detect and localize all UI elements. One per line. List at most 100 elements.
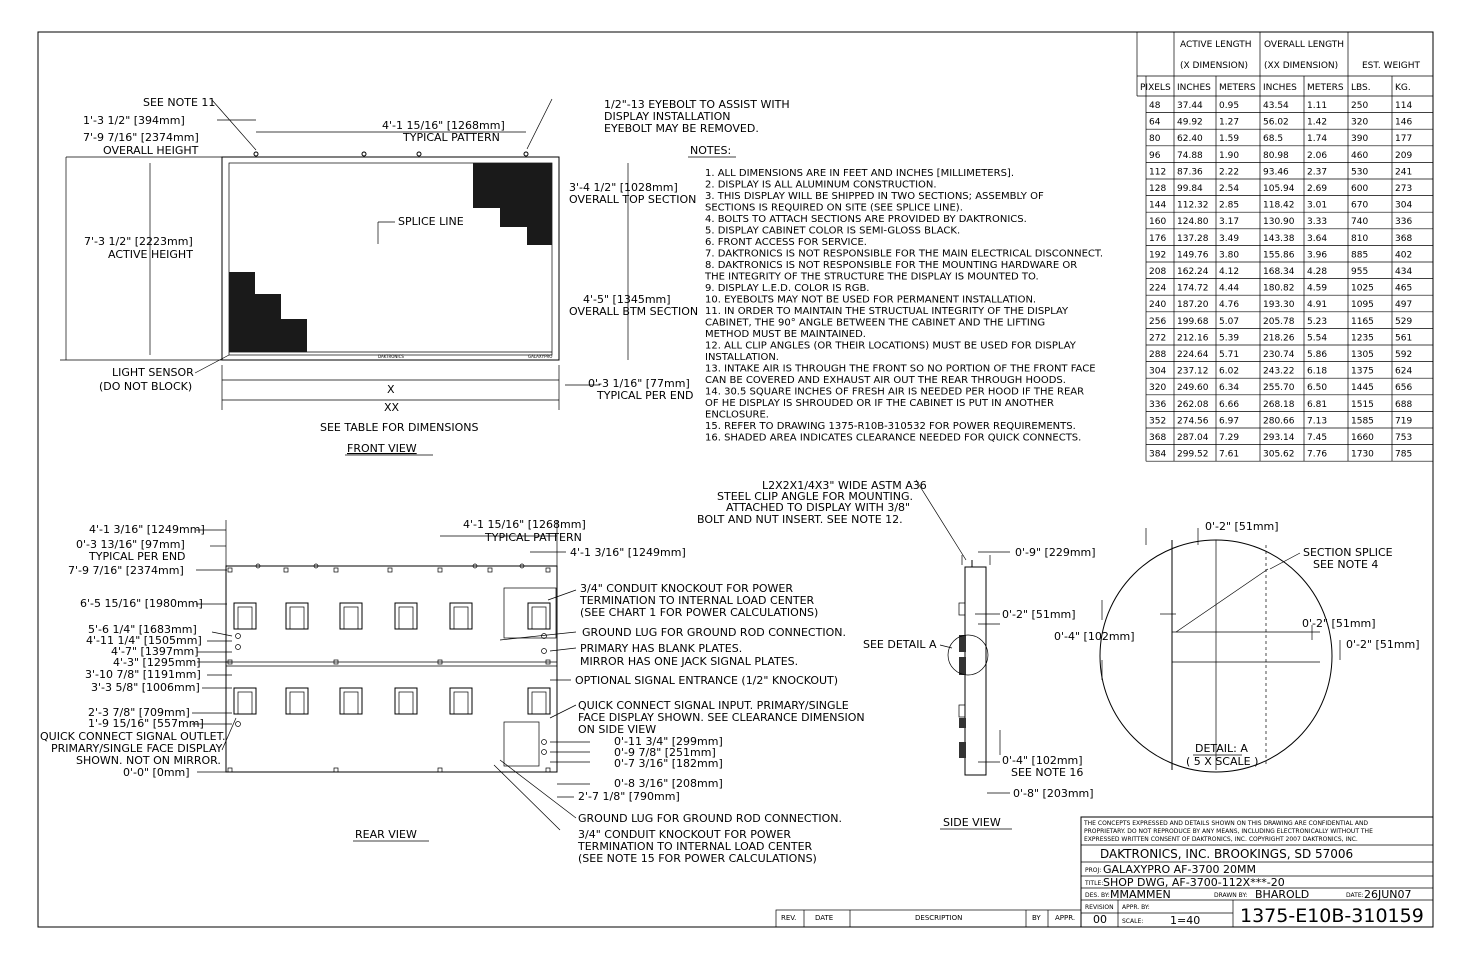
table-cell: 352 (1149, 416, 1166, 426)
table-column-header: INCHES (1177, 83, 1211, 93)
section-splice-label: SECTION SPLICE (1303, 546, 1393, 559)
table-cell: 130.90 (1263, 217, 1295, 227)
table-cell: 1.59 (1219, 134, 1239, 144)
note-line: 4. BOLTS TO ATTACH SECTIONS ARE PROVIDED… (705, 214, 1027, 225)
rear-dim-height: 7'-9 7/16" [2374mm] (68, 564, 184, 577)
company-name: DAKTRONICS, INC. BROOKINGS, SD 57006 (1100, 847, 1353, 861)
top-section-label: OVERALL TOP SECTION (569, 193, 696, 206)
table-cell: 3.96 (1307, 250, 1327, 260)
table-cell: 785 (1395, 450, 1412, 460)
table-cell: 497 (1395, 300, 1412, 310)
rear-signal-panel (503, 721, 540, 767)
table-cell: 240 (1149, 300, 1166, 310)
title-label: TITLE: (1084, 880, 1103, 887)
table-cell: 224.64 (1177, 350, 1209, 360)
table-cell: 885 (1351, 250, 1368, 260)
clip-angle-bolt (387, 567, 393, 573)
primary-note-1: PRIMARY HAS BLANK PLATES. (580, 642, 742, 655)
drawn-by: BHAROLD (1255, 888, 1309, 901)
clip-angle-bolt (333, 567, 339, 573)
table-cell: 274.56 (1177, 416, 1209, 426)
table-cell: 3.49 (1219, 234, 1239, 244)
clip-angle-bolt (227, 567, 233, 573)
table-cell: 6.97 (1219, 416, 1239, 426)
shaded-clearance-top (473, 163, 552, 245)
table-cell: 1.74 (1307, 134, 1327, 144)
clip-angle-bolt (545, 567, 551, 573)
conduit-top-3: (SEE CHART 1 FOR POWER CALCULATIONS) (580, 606, 818, 619)
table-cell: 955 (1351, 267, 1368, 277)
eyebolt-icon (472, 563, 478, 569)
side-dim-51: 0'-2" [51mm] (1002, 608, 1076, 621)
table-cell: 670 (1351, 201, 1368, 211)
table-cell: 3.17 (1219, 217, 1239, 227)
clip-note-2: STEEL CLIP ANGLE FOR MOUNTING. (717, 490, 913, 503)
clip-angle-bolt (545, 659, 551, 665)
table-cell: 49.92 (1177, 118, 1203, 128)
eyebolt-pattern-dim: 4'-1 15/16" [1268mm] (382, 119, 505, 132)
table-cell: 688 (1395, 400, 1412, 410)
section-splice-note: SEE NOTE 4 (1313, 558, 1378, 571)
table-cell: 230.74 (1263, 350, 1295, 360)
note-line: CAN BE COVERED AND EXHAUST AIR OUT THE R… (705, 375, 1066, 386)
table-cell: 384 (1149, 450, 1166, 460)
rear-dim-end-label: TYPICAL PER END (88, 550, 186, 563)
table-cell: 2.22 (1219, 167, 1239, 177)
clip-angle-bolt (545, 767, 551, 773)
table-cell: 1445 (1351, 383, 1374, 393)
top-section-dim: 3'-4 1/2" [1028mm] (569, 181, 678, 194)
table-cell: 320 (1149, 383, 1166, 393)
exhaust-hood-opening (453, 606, 469, 630)
note-line: 15. REFER TO DRAWING 1375-R10B-310532 FO… (705, 421, 1076, 432)
table-cell: 5.54 (1307, 333, 1327, 343)
front-brand-left: DAKTRONICS (378, 354, 404, 359)
detail-dim-top: 0'-2" [51mm] (1205, 520, 1279, 533)
table-cell: 6.02 (1219, 367, 1239, 377)
sheet-border (37, 31, 1434, 928)
table-cell: 1660 (1351, 433, 1374, 443)
table-cell: 592 (1395, 350, 1412, 360)
table-cell: 5.39 (1219, 333, 1239, 343)
table-cell: 1375 (1351, 367, 1374, 377)
signal-connector-icon (541, 648, 547, 654)
front-view-title: FRONT VIEW (347, 442, 417, 455)
table-cell: 192 (1149, 250, 1166, 260)
table-cell: 149.76 (1177, 250, 1209, 260)
exhaust-hood-opening (289, 606, 305, 630)
table-column-header: KG. (1395, 83, 1411, 93)
table-cell: 3.01 (1307, 201, 1327, 211)
rear-top-pattern-dim: 4'-1 15/16" [1268mm] (463, 518, 586, 531)
see-detail-a: SEE DETAIL A (863, 638, 937, 651)
table-cell: 144 (1149, 201, 1166, 211)
table-cell: 180.82 (1263, 284, 1295, 294)
table-cell: 624 (1395, 367, 1412, 377)
table-cell: 1515 (1351, 400, 1374, 410)
table-column-header: METERS (1219, 83, 1256, 93)
light-sensor-label: LIGHT SENSOR (112, 366, 194, 379)
detail-dim-left: 0'-4" [102mm] (1054, 630, 1135, 643)
drawing-number: 1375-E10B-310159 (1240, 905, 1424, 927)
conduit-bottom-3: (SEE NOTE 15 FOR POWER CALCULATIONS) (578, 852, 817, 865)
shaded-clearance-bottom (229, 272, 307, 352)
end-dim: 0'-3 1/16" [77mm] (588, 377, 690, 390)
rev-col-date: DATE (815, 914, 833, 922)
table-cell: 176 (1149, 234, 1166, 244)
table-cell: 199.68 (1177, 317, 1209, 327)
rear-dim-208: 0'-8 3/16" [208mm] (614, 777, 723, 790)
note-line: 13. INTAKE AIR IS THROUGH THE FRONT SO N… (705, 364, 1096, 375)
quick-out-2: PRIMARY/SINGLE FACE DISPLAY (51, 742, 223, 755)
eyebolt-pattern-label: TYPICAL PATTERN (402, 131, 500, 144)
table-cell: 137.28 (1177, 234, 1209, 244)
table-cell: 304 (1149, 367, 1166, 377)
table-head-weight: EST. WEIGHT (1362, 61, 1421, 71)
table-cell: 162.24 (1177, 267, 1209, 277)
note-line: 7. DAKTRONICS IS NOT RESPONSIBLE FOR THE… (705, 249, 1103, 260)
table-cell: 268.18 (1263, 400, 1295, 410)
note-line: OF HE DISPLAY IS SHROUDED OR IF THE CABI… (705, 398, 1054, 409)
table-cell: 740 (1351, 217, 1368, 227)
table-cell: 7.45 (1307, 433, 1327, 443)
table-cell: 187.20 (1177, 300, 1209, 310)
table-cell: 80 (1149, 134, 1161, 144)
note-line: 16. SHADED AREA INDICATES CLEARANCE NEED… (705, 433, 1081, 444)
quick-out-3: SHOWN. NOT ON MIRROR. (76, 754, 221, 767)
